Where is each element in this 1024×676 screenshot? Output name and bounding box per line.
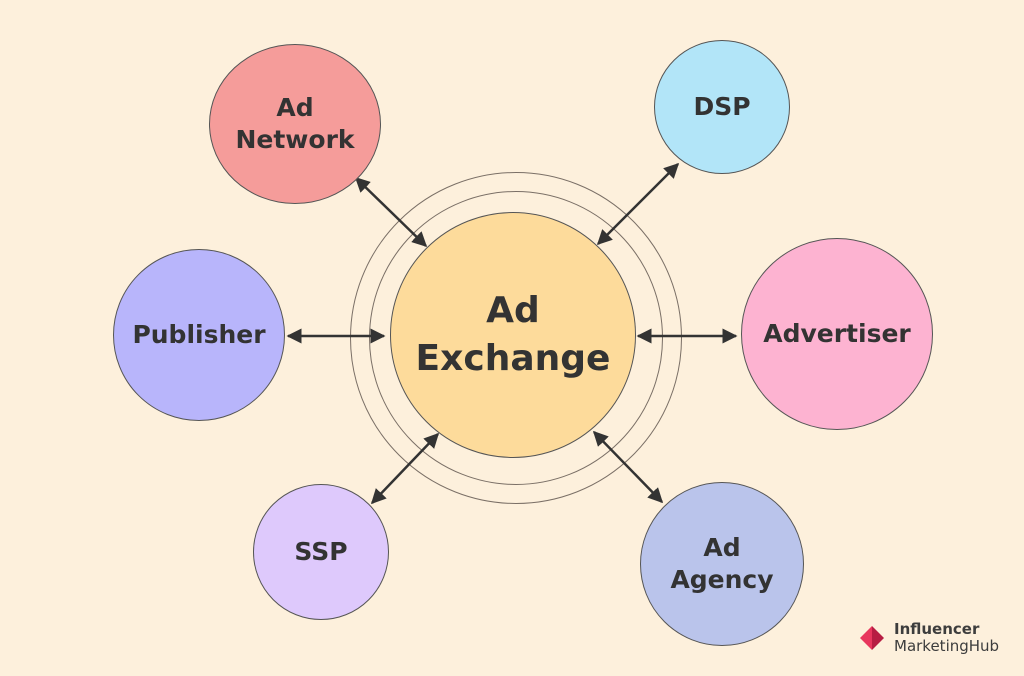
- arrow-ssp: [370, 432, 440, 505]
- ad-agency-label-line1: Ad: [703, 533, 741, 562]
- ssp-node: SSP: [253, 484, 389, 620]
- arrow-ad-agency: [592, 430, 664, 504]
- advertiser-node: Advertiser: [741, 238, 933, 430]
- ad-exchange-node: Ad Exchange: [390, 212, 636, 458]
- logo-line2: MarketingHub: [894, 637, 1000, 655]
- logo-line1: Influencer: [894, 620, 980, 638]
- influencer-marketing-hub-logo: Influencer MarketingHub: [858, 618, 999, 658]
- advertiser-label: Advertiser: [763, 319, 911, 348]
- ad-network-label-line1: Ad: [276, 93, 314, 122]
- ssp-label: SSP: [294, 537, 348, 566]
- ad-network-label-line2: Network: [235, 125, 355, 154]
- arrow-dsp: [596, 162, 680, 246]
- ad-exchange-label-line1: Ad: [486, 290, 540, 331]
- arrow-ad-network: [354, 176, 428, 248]
- dsp-node: DSP: [654, 40, 790, 174]
- influencer-marketing-hub-logo-icon: [860, 626, 884, 650]
- publisher-label: Publisher: [132, 320, 266, 349]
- publisher-node: Publisher: [113, 249, 285, 421]
- dsp-label: DSP: [693, 92, 751, 121]
- ad-agency-label-line2: Agency: [670, 565, 774, 594]
- ad-network-node: Ad Network: [209, 44, 381, 204]
- ad-agency-node: Ad Agency: [640, 482, 804, 646]
- ad-exchange-label-line2: Exchange: [415, 338, 611, 379]
